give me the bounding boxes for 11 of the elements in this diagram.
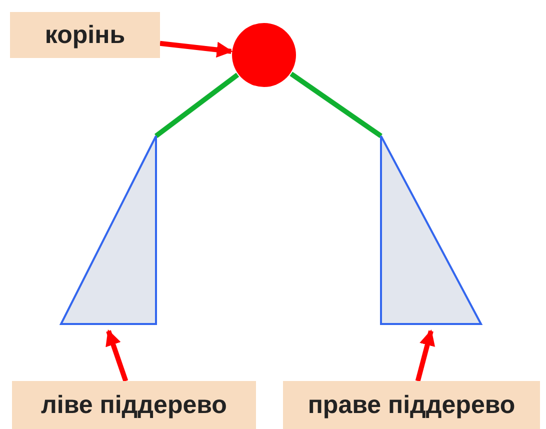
label-box: корінь — [10, 12, 160, 58]
label-box: ліве піддерево — [12, 381, 256, 429]
arrow — [106, 329, 128, 382]
subtree-triangle — [380, 135, 482, 325]
label-box: праве піддерево — [283, 381, 540, 429]
arrow — [160, 40, 233, 58]
arrow — [415, 329, 436, 382]
circle-node — [232, 23, 296, 87]
subtree-triangle — [60, 135, 157, 325]
connector-line — [154, 72, 240, 138]
connector-line — [290, 72, 382, 138]
